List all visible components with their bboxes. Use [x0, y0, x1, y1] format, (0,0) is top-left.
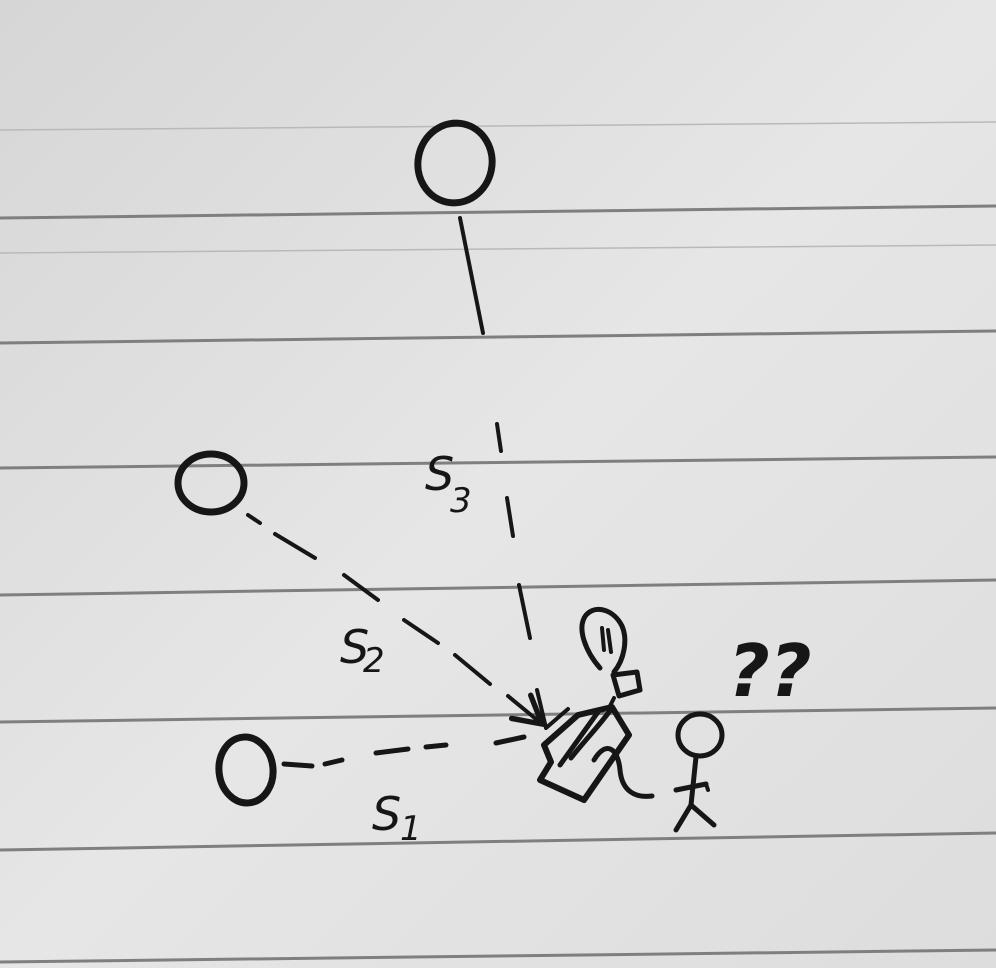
- svg-text:S: S: [340, 620, 369, 674]
- label-s2: S 2: [340, 620, 385, 681]
- svg-text:2: 2: [363, 641, 385, 681]
- label-s3: S 3: [425, 447, 472, 521]
- edge-s2: [246, 513, 547, 728]
- label-s1: S 1: [372, 787, 422, 849]
- source-middle-circle: [174, 450, 248, 516]
- svg-text:S: S: [425, 447, 454, 501]
- rule-line: [0, 578, 996, 597]
- rule-line: [0, 329, 996, 345]
- ruled-lines: [0, 204, 996, 964]
- rule-line: [0, 948, 996, 964]
- rule-line: [0, 455, 996, 470]
- rule-line: [0, 204, 996, 220]
- device-receiver: [537, 704, 655, 803]
- svg-text:1: 1: [400, 809, 422, 849]
- arrowhead-s3: [535, 688, 570, 730]
- person-icon: [673, 711, 725, 833]
- rule-line: [0, 706, 996, 724]
- question-marks: ??: [728, 629, 812, 713]
- source-left-circle: [215, 733, 277, 807]
- svg-text:S: S: [372, 787, 401, 841]
- svg-text:3: 3: [450, 481, 472, 521]
- rule-line: [0, 831, 996, 852]
- faint-rule-lines: [0, 121, 996, 254]
- light-bulb-icon: [579, 606, 643, 708]
- source-top-circle: [414, 119, 496, 207]
- edge-s1: [281, 734, 527, 769]
- edge-s3: [458, 216, 532, 640]
